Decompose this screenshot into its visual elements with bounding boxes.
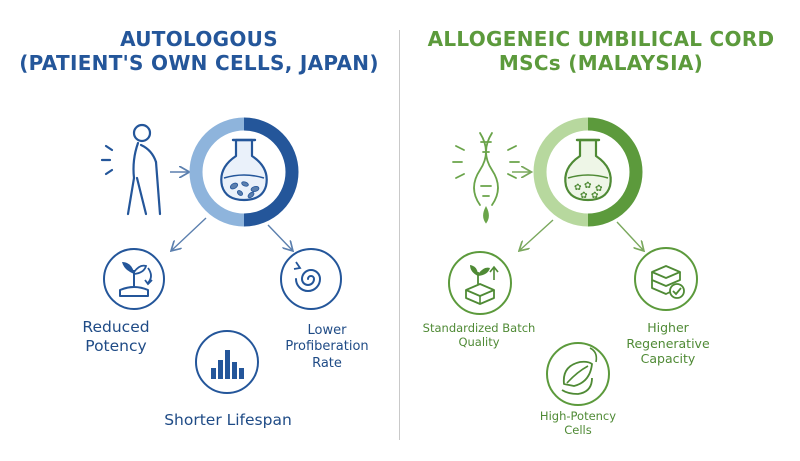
arrow-to-standardized [520,219,554,250]
high-potency-label: High-Potency Cells [530,409,626,438]
high-potency-line1: High-Potency [539,409,617,423]
lower-proliferation-line3: Rate [312,355,342,371]
higher-regen-line2: Regenerative [626,335,710,351]
svg-text:✿: ✿ [595,184,603,194]
reduced-potency-line2: Potency [85,337,147,356]
lower-proliferation-line1: Lower [307,323,347,338]
shorter-lifespan-text: Shorter Lifespan [164,411,292,429]
allogeneic-title-line2: MSCs (MALAYSIA) [498,51,704,75]
autologous-title-line2: (PATIENT'S OWN CELLS, JAPAN) [19,51,379,75]
reduced-potency-line1: Reduced [82,318,150,336]
autologous-title-line1: AUTOLOGOUS [120,27,278,51]
bar-chart-icon [195,330,259,394]
svg-text:✿: ✿ [580,191,588,201]
standardized-line2: Quality [458,335,500,350]
high-potency-line2: Cells [564,423,592,438]
dna-strand-icon [452,132,520,224]
arrow-to-higher-regen [616,221,643,250]
elderly-person-icon [100,123,162,216]
allogeneic-title-line1: ALLOGENEIC UMBILICAL CORD [427,27,775,51]
shorter-lifespan-label: Shorter Lifespan [148,411,308,430]
center-divider [399,30,400,440]
svg-text:✿: ✿ [584,181,592,191]
higher-regen-line3: Capacity [640,351,696,367]
leaf-cycle-icon [546,342,610,406]
regeneration-check-icon [634,247,698,311]
arrow-to-reduced-potency [172,217,207,250]
spiral-slowdown-icon [280,248,342,310]
allogeneic-title: ALLOGENEIC UMBILICAL CORD MSCs (MALAYSIA… [402,27,800,75]
svg-text:✿: ✿ [574,183,582,193]
higher-regenerative-label: Higher Regenerative Capacity [618,320,718,367]
standardized-line1: Standardized Batch [422,321,536,335]
allogeneic-culture-flask-icon: ✿ ✿ ✿ ✿ ✿ [533,117,643,227]
lower-proliferation-line2: Profiberation [285,339,369,355]
svg-text:✿: ✿ [591,191,599,201]
reduced-potency-label: Reduced Potency [64,318,168,357]
autologous-culture-flask-icon [189,117,299,227]
growth-layers-icon [448,251,512,315]
arrow-to-lower-proliferation [267,224,292,250]
autologous-title: AUTOLOGOUS (PATIENT'S OWN CELLS, JAPAN) [0,27,398,75]
lower-proliferation-label: Lower Profiberation Rate [272,323,382,372]
wilting-plant-icon [103,248,165,310]
higher-regen-line1: Higher [647,320,689,335]
standardized-batch-label: Standardized Batch Quality [410,321,548,350]
